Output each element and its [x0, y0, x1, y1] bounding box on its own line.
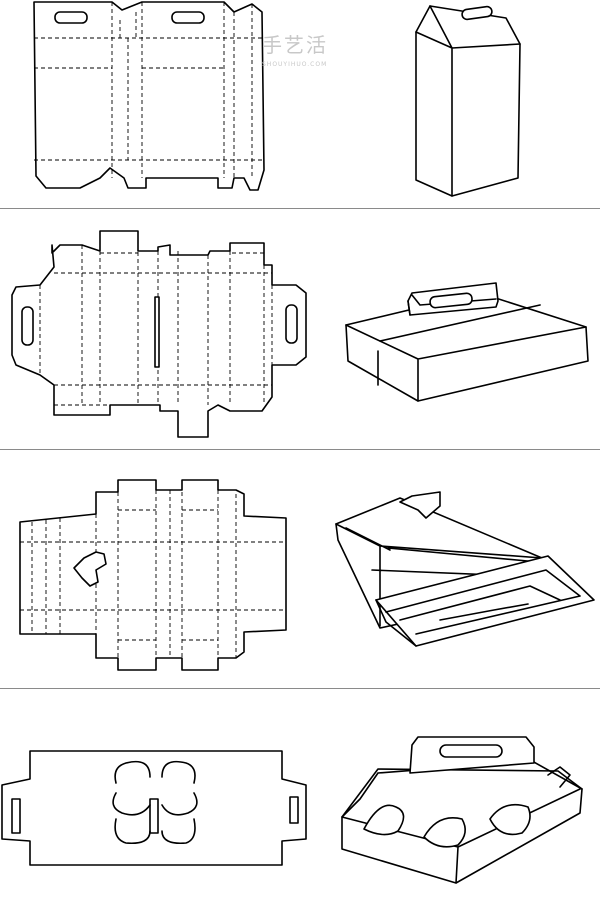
divider: [0, 208, 600, 209]
handle-tray-figure: [11, 230, 589, 438]
watermark: 手艺活 SHOUYIHUO.COM: [262, 33, 328, 68]
divider: [0, 449, 600, 450]
gable-box-assembled: [415, 5, 521, 197]
handle-slot: [21, 306, 34, 346]
carrier-figure: [1, 736, 583, 884]
bottle-hole: [423, 817, 466, 848]
divider: [0, 688, 600, 689]
handle-slot: [285, 304, 298, 344]
bottle-hole: [363, 804, 405, 836]
carrier-dieline: [1, 750, 307, 866]
handle-slot: [439, 744, 503, 758]
watermark-chinese: 手艺活: [262, 33, 328, 57]
gable-box-figure: 手艺活 SHOUYIHUO.COM: [33, 1, 521, 197]
gable-box-dieline: [33, 1, 265, 191]
bottle-hole: [489, 803, 531, 836]
hinged-box-dieline: [19, 479, 287, 671]
row-handle-tray: [0, 209, 600, 449]
row-hinged-box: [0, 450, 600, 688]
tab-notch: [73, 551, 107, 587]
hinged-box-assembled: [335, 491, 595, 647]
carrier-cutouts: [112, 760, 198, 845]
handle-slot: [289, 796, 299, 824]
handle-tray-dieline: [11, 230, 307, 438]
center-slot: [149, 798, 159, 834]
handle-slot: [171, 11, 205, 24]
handle-tray-assembled: [345, 282, 589, 402]
handle-slot: [429, 292, 473, 309]
carrier-assembled: [341, 736, 583, 884]
hinged-box-figure: [19, 479, 595, 671]
handle-slot: [54, 11, 88, 24]
watermark-domain: SHOUYIHUO.COM: [262, 61, 327, 68]
center-slit: [154, 296, 160, 368]
row-gable-box: 手艺活 SHOUYIHUO.COM: [0, 0, 600, 208]
handle-slot: [461, 5, 493, 21]
handle-slot: [11, 798, 21, 834]
row-carrier: [0, 689, 600, 900]
